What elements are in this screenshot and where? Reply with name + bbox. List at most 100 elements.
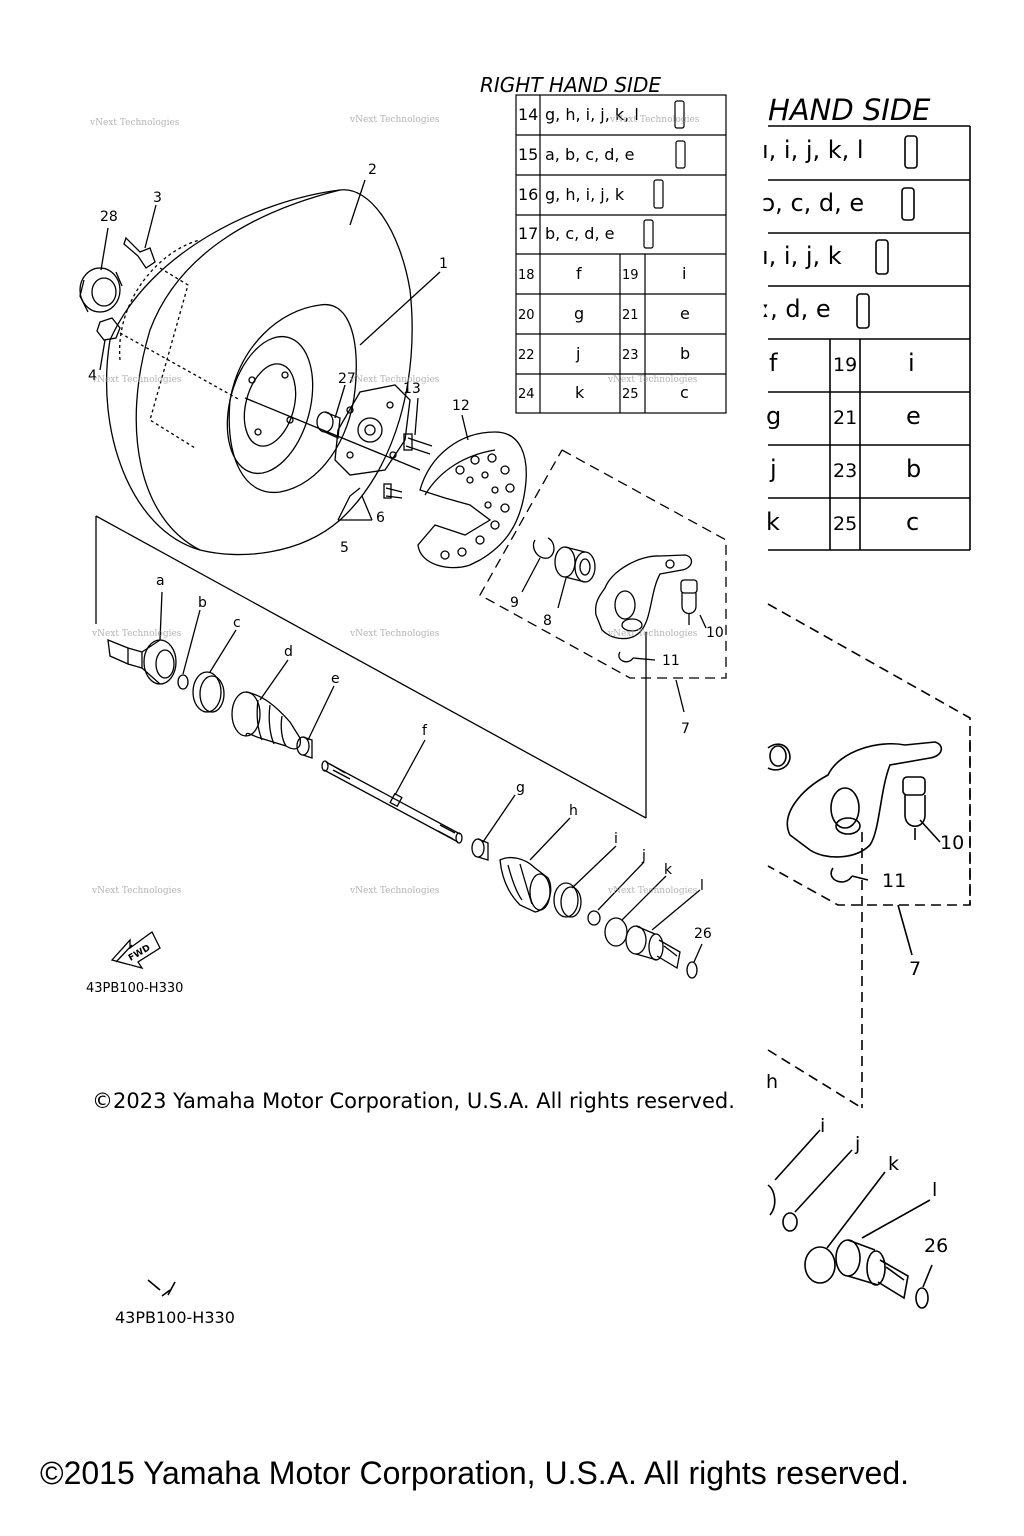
- zoom-callout-j: j: [854, 1133, 860, 1155]
- left-pair-4-v2: c: [906, 508, 919, 536]
- callout-1: 1: [439, 256, 448, 272]
- wheel-hub: [334, 384, 411, 476]
- zoom-callout-11: 11: [882, 870, 906, 892]
- callout-j: j: [641, 848, 646, 864]
- right-hand-side-table: RIGHT HAND SIDE: [480, 73, 727, 414]
- right-row-16-num: 16: [518, 185, 538, 204]
- left-pair-4-n2: 25: [833, 513, 857, 535]
- zoomed-fwd-arrow-fragment: [147, 1279, 176, 1297]
- tire: [105, 189, 413, 556]
- zoom-callout-i: i: [820, 1115, 825, 1137]
- right-row-17-text: b, c, d, e: [545, 224, 614, 243]
- part-code: 43PB100-H330: [86, 981, 183, 996]
- steering-knuckle: [594, 554, 693, 640]
- boot-d: [231, 691, 302, 750]
- watermark-12: vNext Technologies: [607, 886, 698, 896]
- watermarks: vNext Technologies vNext Technologies vN…: [89, 115, 700, 896]
- outer-cv-joint-a: [107, 638, 177, 685]
- left-pair-1-v2: i: [908, 349, 915, 377]
- right-pair-2-v2: e: [680, 304, 690, 323]
- zoomed-cotter-pin: [830, 867, 853, 883]
- right-pair-1-v2: i: [682, 264, 686, 283]
- wheel-rim: [226, 304, 357, 494]
- zoom-callout-h-partial: h: [766, 1071, 778, 1093]
- valve-stem: [123, 236, 156, 269]
- watermark-7: vNext Technologies: [91, 629, 182, 639]
- cotter-pin-11: [618, 651, 634, 663]
- left-pair-1-n2: 19: [833, 354, 857, 376]
- watermark-9: vNext Technologies: [607, 629, 698, 639]
- callout-g: g: [516, 780, 525, 796]
- collar-27: [316, 411, 341, 439]
- wheel-nut-28: [79, 267, 123, 313]
- watermark-3: vNext Technologies: [609, 115, 700, 125]
- zoom-callout-10: 10: [940, 832, 964, 854]
- zoom-callout-l: l: [932, 1179, 937, 1201]
- left-row-3: ı, i, j, k: [762, 242, 842, 270]
- right-pair-1-n1: 18: [518, 268, 535, 283]
- boot-band-c: [192, 671, 225, 713]
- callout-7: 7: [681, 721, 690, 737]
- callout-l: l: [700, 878, 704, 894]
- left-pair-4-v1: k: [766, 508, 780, 536]
- circlip-26: [686, 961, 698, 979]
- zoom-callout-26: 26: [924, 1235, 948, 1257]
- right-pair-3-v2: b: [680, 344, 690, 363]
- right-row-14-num: 14: [518, 105, 538, 124]
- callout-b: b: [198, 595, 207, 611]
- right-pair-4-v1: k: [575, 383, 585, 402]
- watermark-10: vNext Technologies: [91, 886, 182, 896]
- zoomed-ball-joint: [902, 776, 926, 840]
- watermark-1: vNext Technologies: [89, 118, 180, 128]
- right-pair-2-n1: 20: [518, 308, 535, 323]
- inner-cv-joint-l: [625, 925, 681, 970]
- callout-e: e: [331, 671, 340, 687]
- left-row-1: ı, i, j, k, l: [762, 136, 864, 164]
- right-pair-2-v1: g: [574, 304, 584, 323]
- callout-k: k: [664, 862, 673, 878]
- callout-5: 5: [340, 540, 349, 556]
- watermark-4: vNext Technologies: [91, 375, 182, 385]
- right-pair-1-v1: f: [576, 264, 582, 283]
- callout-13: 13: [403, 381, 421, 397]
- nut-4: [96, 317, 121, 341]
- drive-shaft-f: [321, 760, 463, 844]
- callout-28: 28: [100, 209, 118, 225]
- left-pair-3-n2: 23: [833, 460, 857, 482]
- callout-27: 27: [338, 371, 356, 387]
- right-row-15-num: 15: [518, 145, 538, 164]
- boot-band-i: [553, 882, 582, 918]
- right-pair-4-n1: 24: [518, 387, 535, 402]
- right-pair-4-v2: c: [680, 383, 689, 402]
- right-row-17-num: 17: [518, 224, 538, 243]
- callout-12: 12: [452, 398, 470, 414]
- boot-band-e: [296, 736, 313, 759]
- right-pair-2-n2: 21: [622, 308, 639, 323]
- left-pair-2-v1: g: [766, 402, 781, 430]
- bolt-6: [383, 483, 403, 499]
- callout-d: d: [284, 644, 293, 660]
- bearing-8: [554, 546, 596, 583]
- brake-disc-12: [417, 431, 527, 569]
- zoomed-inner-joint-l: [835, 1239, 909, 1300]
- left-hand-side-table: HAND SIDE: [768, 93, 971, 551]
- left-pair-2-n2: 21: [833, 407, 857, 429]
- copyright-small: ©2023 Yamaha Motor Corporation, U.S.A. A…: [92, 1089, 735, 1113]
- boot-h: [499, 857, 552, 913]
- circlip-b: [177, 674, 189, 690]
- watermark-6: vNext Technologies: [607, 375, 698, 385]
- watermark-5: vNext Technologies: [349, 375, 440, 385]
- callout-8: 8: [543, 613, 552, 629]
- zoomed-circlip-j: [782, 1212, 798, 1232]
- right-row-15-text: a, b, c, d, e: [545, 145, 634, 164]
- zoom-callout-k: k: [888, 1153, 899, 1175]
- zoomed-circlip-26: [915, 1287, 929, 1309]
- callout-3: 3: [153, 190, 162, 206]
- left-row-2: ɔ, c, d, e: [762, 189, 864, 217]
- bolt-13: [403, 433, 433, 455]
- callout-f: f: [422, 723, 428, 739]
- watermark-8: vNext Technologies: [349, 629, 440, 639]
- right-row-14-text: g, h, i, j, k, l: [545, 105, 639, 124]
- circlip-j: [587, 910, 601, 926]
- right-pair-3-v1: j: [575, 344, 580, 363]
